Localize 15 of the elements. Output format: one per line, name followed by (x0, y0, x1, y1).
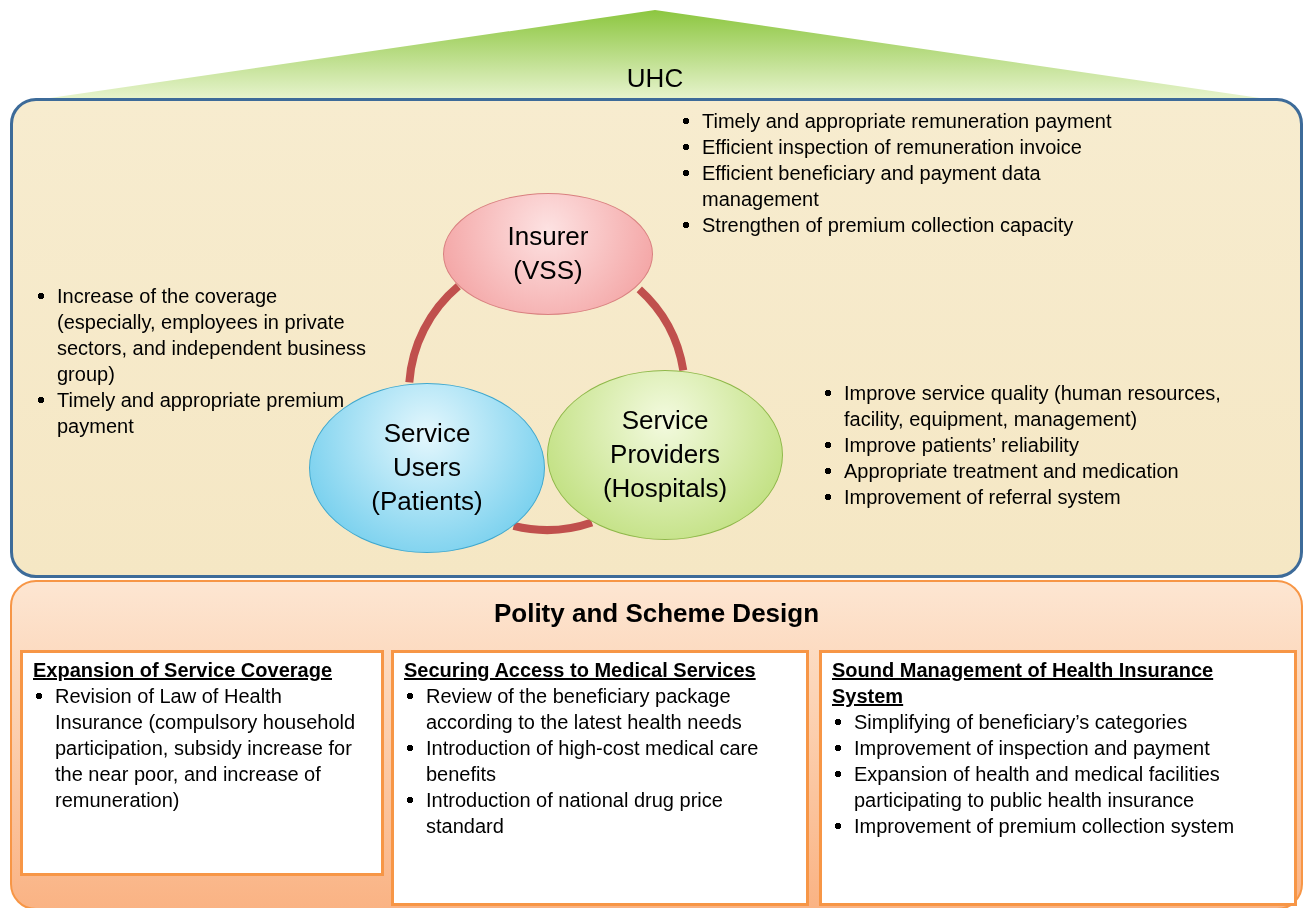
ring-arc (405, 283, 462, 383)
box-heading: Expansion of Service Coverage (33, 658, 333, 683)
box-heading: Securing Access to Medical Services (404, 658, 757, 683)
content-box (819, 650, 1297, 906)
node-label: Service Providers (Hospitals) (601, 404, 729, 505)
panel-heading: Polity and Scheme Design (493, 598, 820, 629)
node-label: Insurer (VSS) (506, 220, 590, 287)
box-heading: Sound Management of Health Insurance System (832, 658, 1215, 709)
content-box (391, 650, 809, 906)
ring-arc (636, 286, 688, 372)
content-box (20, 650, 384, 876)
roof-label: UHC (626, 63, 684, 94)
node-label: Service Users (Patients) (370, 417, 484, 518)
ring-arc (512, 518, 593, 534)
rounded-panel (10, 580, 1303, 908)
